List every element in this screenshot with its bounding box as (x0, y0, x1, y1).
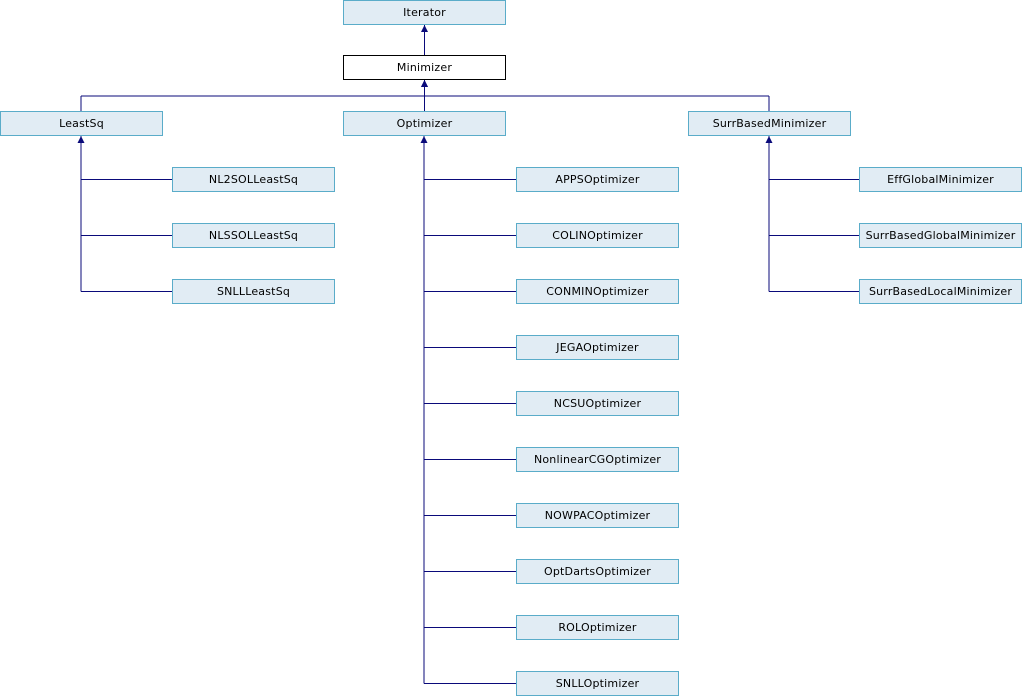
class-node-label: NL2SOLLeastSq (208, 173, 299, 186)
arrowhead-bus-to-minimizer (421, 80, 428, 87)
class-node-label: SurrBasedLocalMinimizer (868, 285, 1013, 298)
arrowhead-optimizer-children (420, 136, 428, 143)
class-node-nlssolleastsq[interactable]: NLSSOLLeastSq (172, 223, 335, 248)
class-node-label: SNLLLeastSq (216, 285, 291, 298)
class-node-roloptimizer[interactable]: ROLOptimizer (516, 615, 679, 640)
class-node-label: ROLOptimizer (558, 621, 637, 634)
arrowhead-surrbasedminimizer-children (765, 136, 773, 143)
class-node-minimizer[interactable]: Minimizer (343, 55, 506, 80)
class-node-jegaoptimizer[interactable]: JEGAOptimizer (516, 335, 679, 360)
class-node-label: EffGlobalMinimizer (887, 173, 994, 186)
class-node-ncsuoptimizer[interactable]: NCSUOptimizer (516, 391, 679, 416)
class-node-label: LeastSq (59, 117, 104, 130)
class-node-colinoptimizer[interactable]: COLINOptimizer (516, 223, 679, 248)
class-node-nl2solleastsq[interactable]: NL2SOLLeastSq (172, 167, 335, 192)
class-node-appsoptimizer[interactable]: APPSOptimizer (516, 167, 679, 192)
arrowhead-optimizer-to-minimizer (421, 80, 428, 87)
class-node-surrbasedlocalminimizer[interactable]: SurrBasedLocalMinimizer (859, 279, 1022, 304)
class-node-nonlinearcgoptimizer[interactable]: NonlinearCGOptimizer (516, 447, 679, 472)
class-node-label: COLINOptimizer (552, 229, 643, 242)
class-node-label: CONMINOptimizer (546, 285, 649, 298)
class-node-label: OptDartsOptimizer (544, 565, 651, 578)
class-node-snllleastsq[interactable]: SNLLLeastSq (172, 279, 335, 304)
class-node-label: SurrBasedMinimizer (712, 117, 827, 130)
class-node-label: NCSUOptimizer (553, 397, 642, 410)
class-node-label: JEGAOptimizer (556, 341, 639, 354)
arrowhead-minimizer-to-iterator (421, 25, 428, 32)
class-node-iterator[interactable]: Iterator (343, 0, 506, 25)
class-node-conminoptimizer[interactable]: CONMINOptimizer (516, 279, 679, 304)
class-node-label: Iterator (403, 6, 446, 19)
class-node-effglobalminimizer[interactable]: EffGlobalMinimizer (859, 167, 1022, 192)
arrowhead-leastsq-children (77, 136, 85, 143)
class-node-surrbasedglobalminimizer[interactable]: SurrBasedGlobalMinimizer (859, 223, 1022, 248)
class-node-optimizer[interactable]: Optimizer (343, 111, 506, 136)
class-node-nowpacoptimizer[interactable]: NOWPACOptimizer (516, 503, 679, 528)
class-node-label: NLSSOLLeastSq (208, 229, 299, 242)
class-node-surrbasedminimizer[interactable]: SurrBasedMinimizer (688, 111, 851, 136)
class-node-label: Minimizer (396, 61, 453, 74)
class-node-label: SNLLOptimizer (555, 677, 640, 690)
class-node-label: NonlinearCGOptimizer (533, 453, 662, 466)
class-node-optdartsoptimizer[interactable]: OptDartsOptimizer (516, 559, 679, 584)
class-node-label: SurrBasedGlobalMinimizer (865, 229, 1016, 242)
class-node-leastsq[interactable]: LeastSq (0, 111, 163, 136)
class-node-label: NOWPACOptimizer (544, 509, 651, 522)
class-node-label: Optimizer (396, 117, 453, 130)
class-node-snlloptimizer[interactable]: SNLLOptimizer (516, 671, 679, 696)
class-node-label: APPSOptimizer (555, 173, 640, 186)
